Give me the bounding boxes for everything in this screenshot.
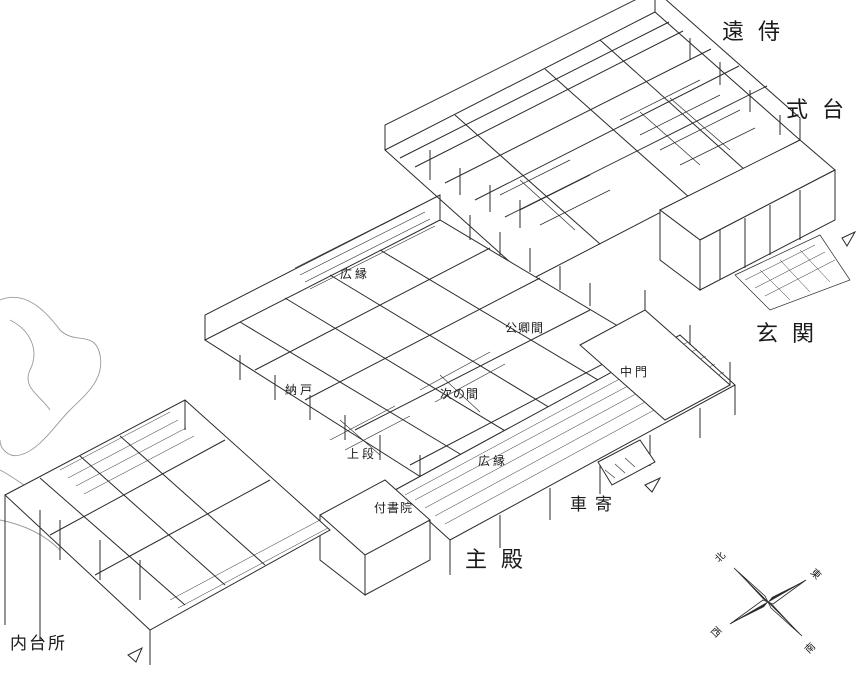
label-kugyounoma: 公卿間 [505, 321, 545, 335]
shikidai-genkan [659, 139, 857, 311]
label-toozamurai: 遠侍 [722, 20, 795, 45]
label-tsukeshoin: 付書院 [374, 501, 414, 515]
label-jodan: 上段 [347, 447, 378, 461]
label-chumon: 中門 [620, 365, 651, 379]
toozamurai-wing [384, 0, 801, 281]
label-hiroen-upper: 広縁 [340, 267, 371, 281]
label-uchidaidokoro: 内台所 [10, 634, 67, 654]
label-tsuginoma: 次の間 [440, 387, 480, 401]
label-shuden: 主殿 [465, 548, 538, 573]
label-shikidai: 式台 [786, 98, 859, 123]
compass-rose [729, 567, 807, 637]
label-hiroen-lower: 広縁 [478, 454, 509, 468]
kurumayose-porch [597, 439, 662, 493]
chumon-corridor [579, 290, 731, 421]
label-genkan: 玄関 [756, 322, 829, 347]
label-kurumayose: 車寄 [570, 495, 620, 515]
label-nando: 納戸 [285, 383, 316, 397]
tsukeshoin-bay [319, 479, 431, 597]
uchidaidokoro-wing [4, 399, 331, 665]
